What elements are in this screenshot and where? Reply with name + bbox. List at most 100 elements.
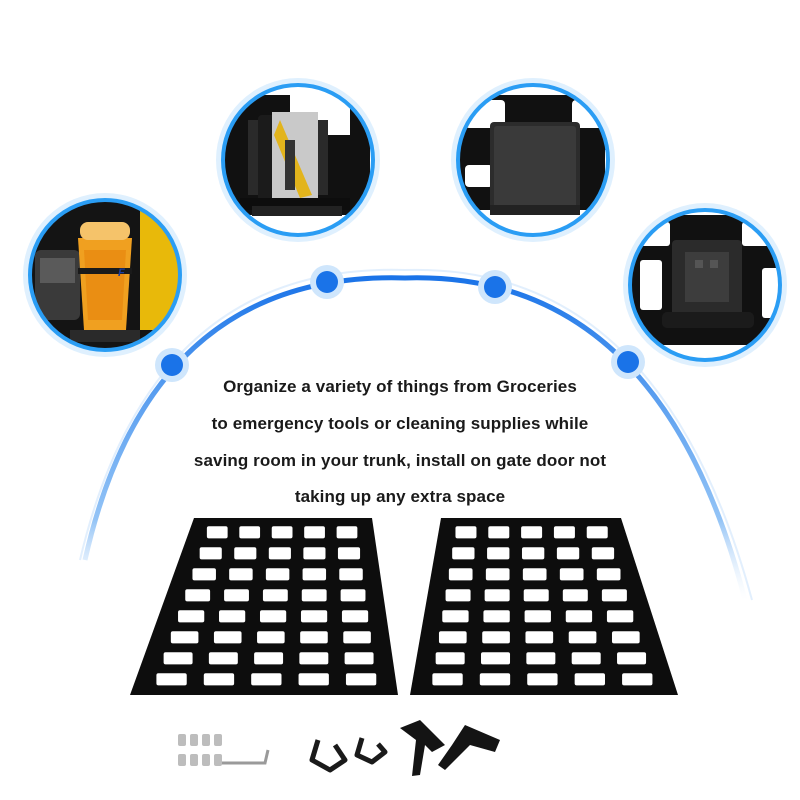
panel-slot	[445, 589, 471, 602]
panel-slot	[611, 631, 640, 644]
panel-slot	[337, 547, 361, 560]
panel-slot	[339, 568, 363, 581]
mounting-bracket	[354, 737, 388, 765]
panel-slot	[526, 652, 556, 665]
panel-slot	[199, 547, 222, 560]
panel-slot	[300, 631, 328, 644]
panel-slot	[268, 547, 291, 560]
panel-slot	[262, 589, 288, 602]
panel-slot	[251, 673, 282, 686]
panel-slot	[234, 547, 257, 560]
cup-holder-photo: F	[23, 193, 187, 357]
panel-slot	[565, 610, 593, 623]
panel-slot	[213, 631, 242, 644]
panel-slot	[203, 673, 235, 686]
panel-slot	[257, 631, 285, 644]
panel-slot	[562, 589, 588, 602]
panel-slot	[304, 526, 325, 539]
panel-slot	[485, 568, 510, 581]
panel-slot	[571, 652, 601, 665]
panel-slot	[259, 610, 287, 623]
panel-slot	[568, 631, 597, 644]
panel-slot	[208, 652, 238, 665]
hardware-kit	[178, 720, 500, 776]
panel-slot	[442, 610, 469, 623]
panel-slot	[596, 568, 621, 581]
panel-slot	[299, 652, 329, 665]
panel-slot	[156, 673, 187, 686]
panel-slot	[229, 568, 253, 581]
panel-slot	[301, 589, 327, 602]
hex-key	[222, 749, 270, 765]
panel-slot	[479, 673, 511, 686]
mounting-bracket	[438, 725, 500, 770]
panel-slot	[219, 610, 246, 623]
panel-slot	[523, 589, 549, 602]
panel-slot	[617, 652, 647, 665]
panel-slot	[483, 610, 510, 623]
panel-slot	[448, 568, 473, 581]
panel-slot	[586, 526, 608, 539]
panel-slot	[271, 526, 293, 539]
panel-slot	[254, 652, 284, 665]
panel-slot	[344, 652, 374, 665]
panel-slot	[525, 631, 554, 644]
panel-slot	[591, 547, 615, 560]
panel-slot	[345, 673, 377, 686]
panel-slot	[487, 547, 510, 560]
blue-arc	[82, 275, 748, 601]
panel-slot	[521, 547, 545, 560]
description-line-1: Organize a variety of things from Grocer…	[223, 377, 577, 396]
description-line-4: taking up any extra space	[294, 487, 506, 506]
molle-panel-left	[130, 518, 398, 695]
panel-slot	[341, 610, 369, 623]
panel-slot	[455, 526, 477, 539]
mounting-bracket	[309, 739, 348, 773]
panel-slot	[163, 652, 193, 665]
can-holder-photo	[216, 78, 380, 242]
description-line-2: to emergency tools or cleaning supplies …	[211, 414, 589, 433]
panel-slot	[224, 589, 249, 602]
panel-slot	[239, 526, 261, 539]
panel-slot	[298, 673, 329, 686]
panel-slot	[343, 631, 371, 644]
panel-slot	[432, 673, 463, 686]
panel-slot	[559, 568, 584, 581]
panel-slot	[482, 631, 510, 644]
panel-slot	[438, 631, 467, 644]
arc-node-dots	[155, 265, 645, 382]
panel-slot	[574, 673, 606, 686]
panel-slot	[601, 589, 627, 602]
panel-slot	[192, 568, 216, 581]
panel-slot	[522, 568, 547, 581]
panel-slot	[521, 526, 543, 539]
panel-slot	[606, 610, 634, 623]
panel-slot	[452, 547, 475, 560]
screw	[178, 734, 222, 766]
mounting-bracket	[400, 720, 445, 776]
panel-slot	[340, 589, 366, 602]
panel-slot	[265, 568, 290, 581]
panel-slot	[435, 652, 465, 665]
description-line-3: saving room in your trunk, install on ga…	[193, 451, 607, 470]
panel-slot	[553, 526, 575, 539]
svg-text:F: F	[118, 267, 125, 279]
panel-slot	[170, 631, 199, 644]
panel-slot	[185, 589, 211, 602]
panel-slot	[300, 610, 328, 623]
panel-slot	[527, 673, 558, 686]
panel-slot	[488, 526, 510, 539]
storage-box-photo	[451, 78, 615, 242]
panel-slot	[178, 610, 205, 623]
panel-slot	[622, 673, 653, 686]
panel-slot	[481, 652, 511, 665]
panel-slot	[206, 526, 228, 539]
panel-slot	[556, 547, 580, 560]
molle-panel-right	[410, 518, 678, 695]
panel-slot	[302, 568, 327, 581]
panel-slot	[524, 610, 551, 623]
phone-mount-photo	[623, 203, 787, 367]
panel-slot	[484, 589, 510, 602]
panel-slot	[336, 526, 358, 539]
